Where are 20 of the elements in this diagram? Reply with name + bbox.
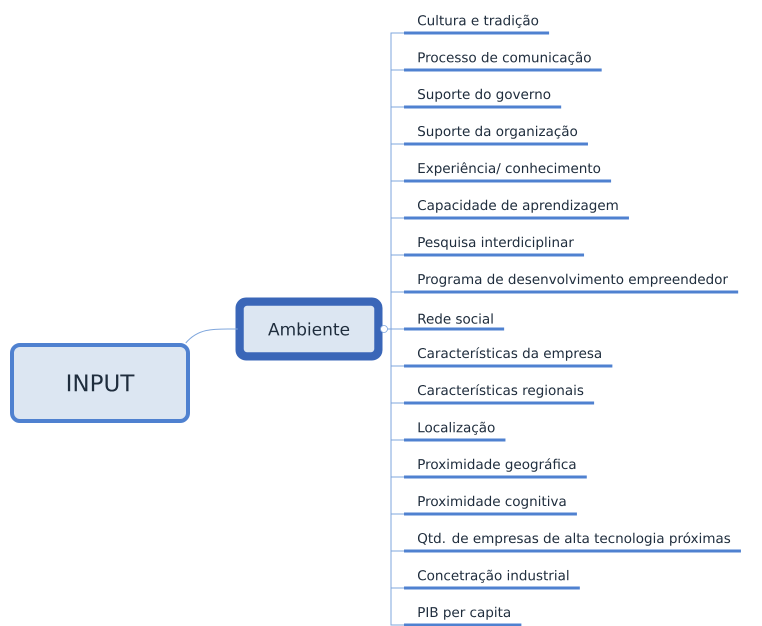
- topic-label: Experiência/ conhecimento: [404, 162, 612, 182]
- topic-label: Capacidade de aprendizagem: [404, 200, 629, 220]
- topic-label: PIB per capita: [404, 606, 522, 626]
- topic-box: INPUT: [10, 343, 190, 423]
- topic-label: Proximidade geográfica: [404, 458, 587, 478]
- topic-label: Características regionais: [404, 384, 594, 404]
- topic-label: Rede social: [404, 313, 504, 330]
- topic-label: Programa de desenvolvimento empreendedor: [404, 274, 738, 294]
- topic-label: Características da empresa: [404, 347, 612, 368]
- topic-label: Suporte do governo: [404, 88, 562, 108]
- topic-label: Localização: [404, 422, 506, 442]
- topic-label: Pesquisa interdiciplinar: [404, 236, 584, 256]
- topic-label: Processo de comunicação: [404, 52, 602, 72]
- topic-label: Proximidade cognitiva: [404, 496, 577, 516]
- topic-label: Concetração industrial: [404, 570, 580, 590]
- connector-line: [185, 328, 238, 344]
- subtopic-box: Ambiente: [236, 298, 388, 360]
- topic-label: Cultura e tradição: [404, 14, 550, 34]
- topic-label: Suporte da organização: [404, 126, 588, 146]
- topic-label: Qtd. de empresas de alta tecnologia próximas: [404, 532, 741, 552]
